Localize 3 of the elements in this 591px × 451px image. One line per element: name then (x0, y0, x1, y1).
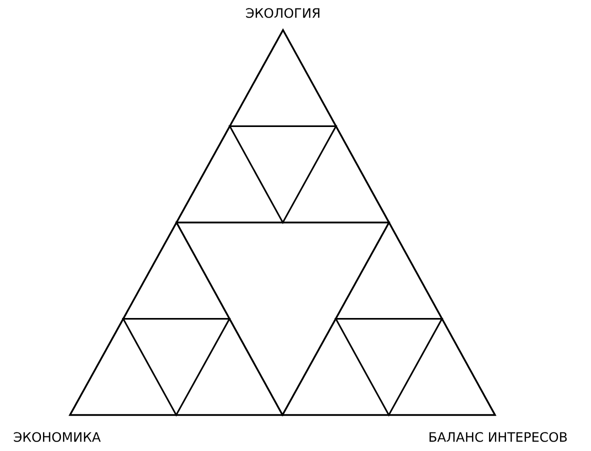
vertex-label: ЭКОЛОГИЯ (246, 8, 320, 18)
vertex-label: ЭКОНОМИКА (14, 432, 101, 442)
vertex-label: БАЛАНС ИНТЕРЕСОВ (430, 432, 567, 442)
